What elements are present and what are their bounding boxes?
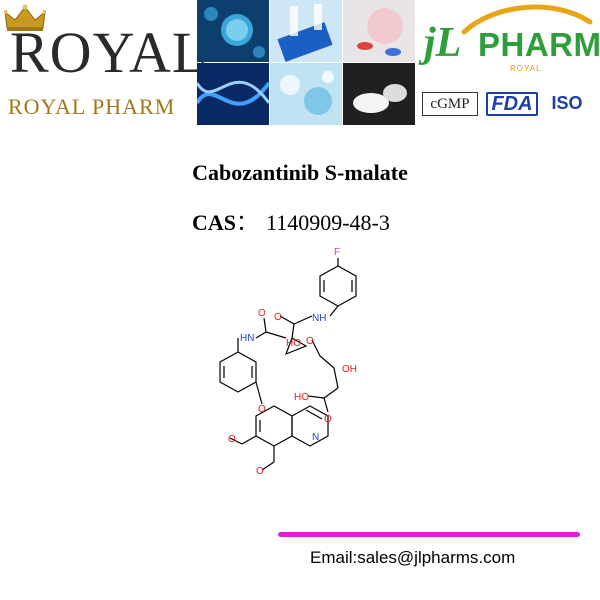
acid-oxygen-label: O [324,414,332,425]
royal-brand-name: ROYAL [10,20,209,85]
test-tubes-photo [270,0,342,62]
contact-email[interactable]: Email:sales@jlpharms.com [310,548,516,567]
quinoline-nitrogen-label: N [312,432,319,443]
methoxy-oxygen-1-label: O [228,434,236,445]
fluorine-label: F [334,247,340,258]
jl-tagline: ROYAL [510,64,542,73]
jl-mark: jL [424,20,462,66]
royal-brand-subtitle: ROYAL PHARM [8,94,176,119]
virus-photo [197,0,269,62]
powder-photo [343,63,415,125]
crown-icon [4,4,46,31]
chemical-structure: F NH O HO O O HN OH HO O O N O O [219,247,357,477]
methoxy-oxygen-2-label: O [256,466,264,477]
swoosh-icon [461,4,593,35]
fluorophenyl-ring [319,265,357,307]
jl-brand-name: PHARM [478,26,600,63]
iso-badge: ISO [551,92,583,113]
cyclopropyl-ring [284,337,308,356]
amide-hn-label: HN [240,333,254,344]
cgmp-badge: cGMP [422,92,478,116]
bubbles-photo [270,63,342,125]
capsules-photo [343,0,415,62]
phenoxy-ring [219,351,257,393]
quinoline-ring-b [291,405,329,447]
magenta-divider [278,532,580,537]
cas-label: CAS [192,210,237,235]
jl-pharm-logo: jL PHARM ROYAL cGMP FDA ISO [418,0,600,125]
royal-pharm-logo: ROYAL ROYAL PHARM [0,0,207,125]
carbonyl-oxygen-label: O [274,312,282,323]
amide-nh-label: NH [312,313,326,324]
ether-oxygen-label: O [258,404,266,415]
ketone-oxygen-label: O [306,336,314,347]
acid-hydroxyl-label: HO [294,392,309,403]
dna-photo [197,63,269,125]
hydroxyl-label: OH [342,364,357,375]
product-name: Cabozantinib S-malate [192,160,408,185]
left-carbonyl-oxygen-label: O [258,308,266,319]
lab-photo-collage [197,0,415,125]
cas-number: 1140909-48-3 [266,210,390,235]
overlap-hydroxyl-label: HO [286,338,301,349]
cas-line: CAS： 1140909-48-3 [192,205,390,237]
cas-separator: ： [236,210,259,235]
fda-badge: FDA [486,92,538,116]
